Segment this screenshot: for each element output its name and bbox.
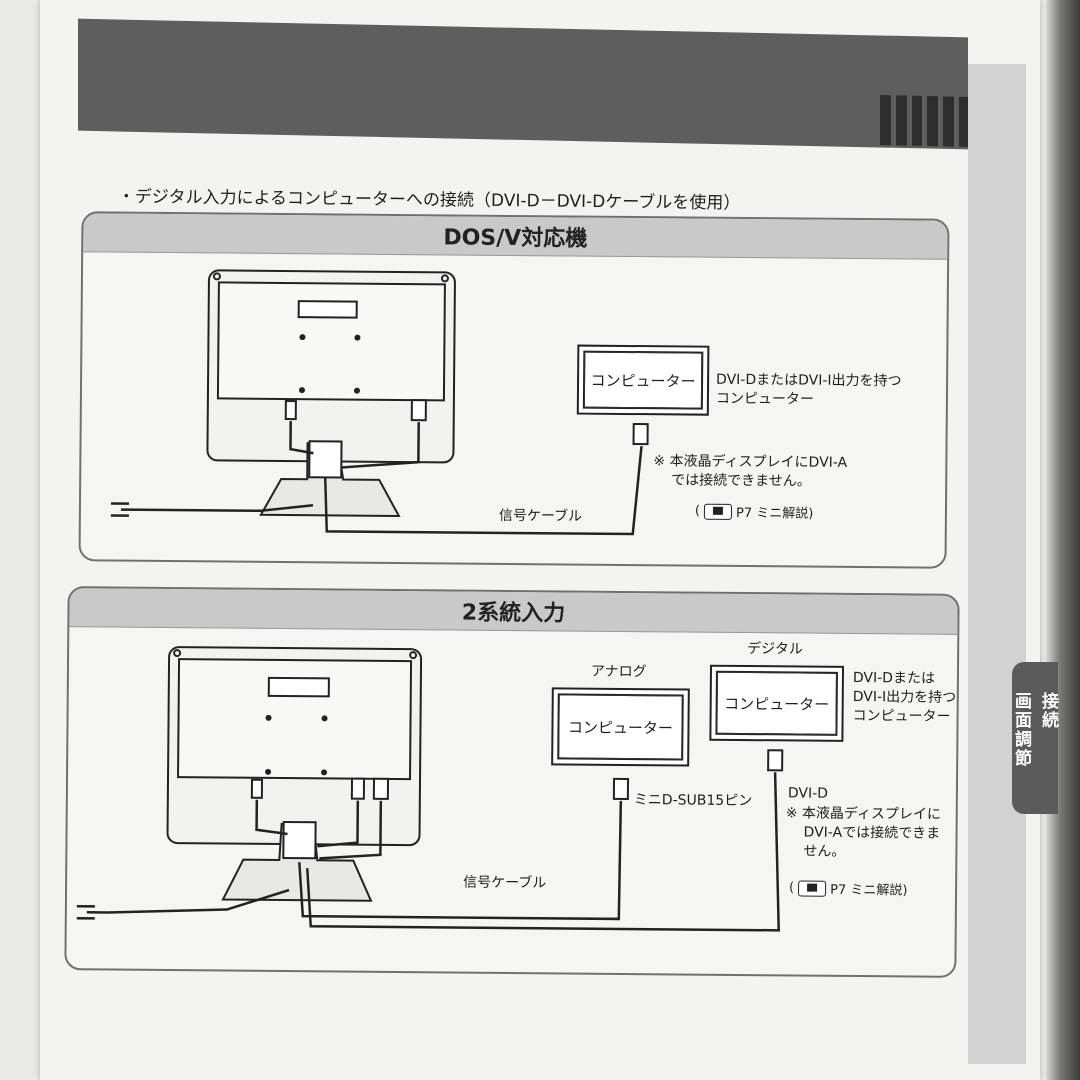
digital-computer-label: コンピューター bbox=[724, 694, 830, 714]
monitor-back-illustration bbox=[206, 269, 456, 518]
note-line1: ※ 本液晶ディスプレイにDVI-A bbox=[653, 453, 848, 471]
side-index-tab: 接続 画面調節 bbox=[1011, 662, 1058, 814]
computer-label: コンピューター bbox=[590, 371, 696, 391]
dvi-d-label: DVI-D bbox=[787, 785, 829, 802]
monitor-back-illustration-2 bbox=[166, 646, 423, 902]
book-reference-icon-2 bbox=[798, 880, 827, 897]
header-stripes bbox=[880, 95, 970, 147]
section-header-bar bbox=[78, 18, 968, 150]
signal-cable-label: 信号ケーブル bbox=[498, 507, 583, 525]
page-edge-shadow bbox=[1046, 0, 1080, 1080]
ref2-text: P7 ミニ解説) bbox=[830, 882, 908, 899]
digital-computer-description: DVI-Dまたは DVI-I出力を持つ コンピューター bbox=[853, 669, 957, 727]
page-reference[interactable]: ( P7 ミニ解説) bbox=[695, 502, 814, 522]
digital-desc-line1: DVI-Dまたは bbox=[852, 669, 936, 687]
digital-computer-label-holder: コンピューター bbox=[710, 666, 843, 741]
dvi-a-note: ※ 本液晶ディスプレイにDVI-A では接続できません。 bbox=[653, 452, 847, 491]
note2-line3: せん。 bbox=[803, 843, 846, 860]
side-tab-line2: 画面調節 bbox=[1011, 692, 1031, 768]
analog-label: アナログ bbox=[590, 663, 647, 681]
digital-desc-line3: コンピューター bbox=[852, 707, 951, 725]
mini-dsub-label: ミニD-SUB15ピン bbox=[633, 792, 753, 810]
note2-line1: ※ 本液晶ディスプレイに bbox=[785, 805, 942, 823]
digital-desc-line2: DVI-I出力を持つ bbox=[852, 688, 957, 706]
digital-label: デジタル bbox=[747, 641, 803, 658]
computer-description: DVI-DまたはDVI-I出力を持つ コンピューター bbox=[716, 371, 902, 410]
note-line2: では接続できません。 bbox=[671, 472, 811, 490]
signal-cable-lines-2 bbox=[76, 772, 780, 932]
side-index-strip bbox=[968, 64, 1026, 1064]
page-reference-2[interactable]: ( P7 ミニ解説) bbox=[789, 878, 908, 898]
computer-box-label-holder: コンピューター bbox=[578, 346, 709, 415]
computer-desc-line2: コンピューター bbox=[715, 390, 814, 408]
dual-input-panel: 2系統入力 bbox=[64, 586, 960, 978]
side-tab-line1: 接続 bbox=[1038, 692, 1058, 730]
signal-cable-lines bbox=[110, 421, 643, 536]
signal-cable-label-2: 信号ケーブル bbox=[463, 874, 547, 892]
note2-line2: DVI-Aでは接続できま bbox=[803, 824, 941, 842]
computer-desc-line1: DVI-DまたはDVI-I出力を持つ bbox=[716, 371, 902, 390]
analog-computer-label-holder: コンピューター bbox=[552, 688, 689, 765]
dvi-a-note-2: ※ 本液晶ディスプレイに DVI-Aでは接続できま せん。 bbox=[785, 804, 941, 862]
ref2-open-paren: ( bbox=[789, 880, 795, 896]
ref-text: P7 ミニ解説) bbox=[735, 505, 814, 522]
book-reference-icon bbox=[703, 503, 733, 520]
analog-computer-label: コンピューター bbox=[567, 717, 674, 737]
ref-open-paren: ( bbox=[694, 503, 701, 519]
dosv-connection-panel: DOS/V対応機 bbox=[78, 211, 950, 569]
